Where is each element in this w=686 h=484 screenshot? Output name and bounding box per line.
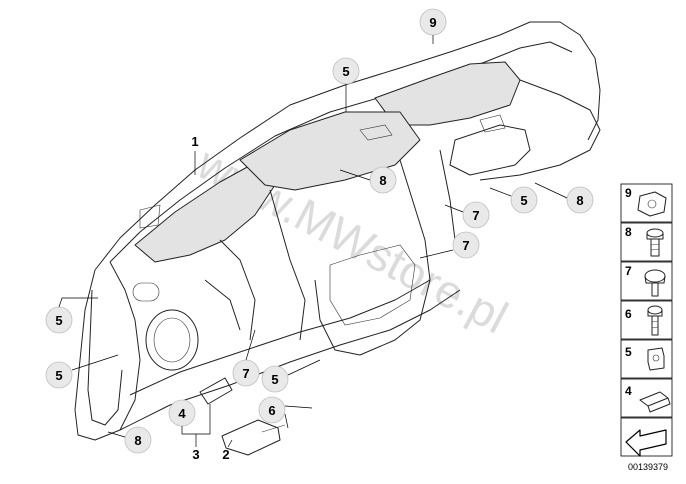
legend-item-8[interactable]: 8 (620, 222, 673, 262)
callout-5-left-lower-label: 5 (55, 368, 62, 383)
callout-5-left-lower[interactable]: 5 (45, 361, 73, 389)
legend-label-5: 5 (625, 345, 632, 359)
callout-8-center-label: 8 (379, 173, 386, 188)
callout-5-lower[interactable]: 5 (261, 365, 289, 393)
callout-7-lower[interactable]: 7 (232, 359, 260, 387)
hex-bolt-icon (647, 305, 663, 336)
callout-9-top[interactable]: 9 (419, 8, 447, 36)
callout-5-top[interactable]: 5 (332, 57, 360, 85)
callout-8-lower-left-label: 8 (134, 433, 141, 448)
legend-label-9: 9 (625, 186, 632, 200)
callout-1-label: 1 (191, 134, 198, 149)
callout-7-lower-label: 7 (242, 366, 249, 381)
callout-6[interactable]: 6 (258, 396, 286, 424)
legend-item-6[interactable]: 6 (620, 300, 673, 340)
callout-3-label: 3 (192, 447, 199, 462)
dashboard-carrier-drawing (74, 21, 601, 456)
callout-5-left-upper[interactable]: 5 (45, 306, 73, 334)
diagram-id: 00139379 (628, 462, 668, 472)
callout-7-right-label: 7 (462, 238, 469, 253)
legend-item-7[interactable]: 7 (620, 261, 673, 301)
spring-nut-icon (647, 347, 665, 371)
callouts: 9 5 1 8 8 5 7 (45, 8, 594, 462)
legend-label-6: 6 (625, 307, 632, 321)
fastener-legend: 9 8 7 (620, 183, 673, 472)
flange-bolt-icon (646, 228, 664, 257)
legend-label-7: 7 (625, 264, 632, 278)
callout-5-lower-label: 5 (271, 372, 278, 387)
legend-label-4: 4 (625, 384, 632, 398)
clip-nut-icon (637, 191, 667, 217)
callout-5-left-upper-label: 5 (55, 313, 62, 328)
callout-7-center-label: 7 (472, 208, 479, 223)
legend-label-8: 8 (625, 225, 632, 239)
callout-5-right[interactable]: 5 (510, 186, 538, 214)
collar-screw-icon (644, 269, 666, 297)
callout-8-center[interactable]: 8 (369, 166, 397, 194)
callout-8-right[interactable]: 8 (566, 186, 594, 214)
legend-item-5[interactable]: 5 (620, 339, 673, 379)
callout-5-top-label: 5 (342, 64, 349, 79)
legend-item-9[interactable]: 9 (620, 183, 673, 223)
bracket-clip-icon (639, 391, 671, 413)
direction-arrow-box (620, 417, 673, 457)
callout-5-right-label: 5 (520, 193, 527, 208)
callout-2-label: 2 (222, 447, 229, 462)
callout-4[interactable]: 4 (168, 399, 196, 427)
callout-8-lower-left[interactable]: 8 (124, 426, 152, 454)
callout-4-label: 4 (178, 406, 186, 421)
direction-arrow-icon (625, 429, 667, 457)
callout-7-right[interactable]: 7 (452, 231, 480, 259)
legend-item-4[interactable]: 4 (620, 378, 673, 418)
callout-7-center[interactable]: 7 (462, 201, 490, 229)
callout-9-top-label: 9 (429, 15, 436, 30)
callout-8-right-label: 8 (576, 193, 583, 208)
callout-6-label: 6 (268, 403, 275, 418)
